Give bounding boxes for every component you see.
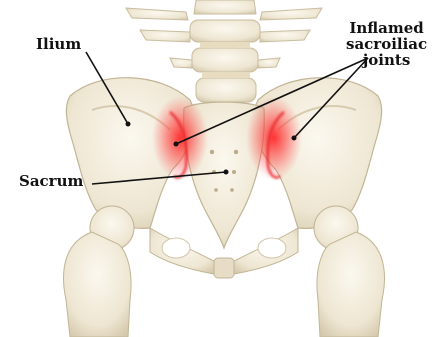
sacrum-label: Sacrum — [19, 173, 83, 189]
right-femur — [314, 206, 384, 337]
inflamed-joint-left — [152, 96, 208, 180]
inflamed-joints-label-line1: Inflamed — [346, 20, 427, 36]
left-femur — [64, 206, 134, 337]
inflamed-joints-label-line2: sacroiliac — [346, 36, 427, 52]
ilium-label: Ilium — [36, 36, 81, 52]
inflamed-joints-label-line3: joints — [346, 52, 427, 68]
inflamed-joints-label: Inflamed sacroiliac joints — [346, 20, 427, 68]
